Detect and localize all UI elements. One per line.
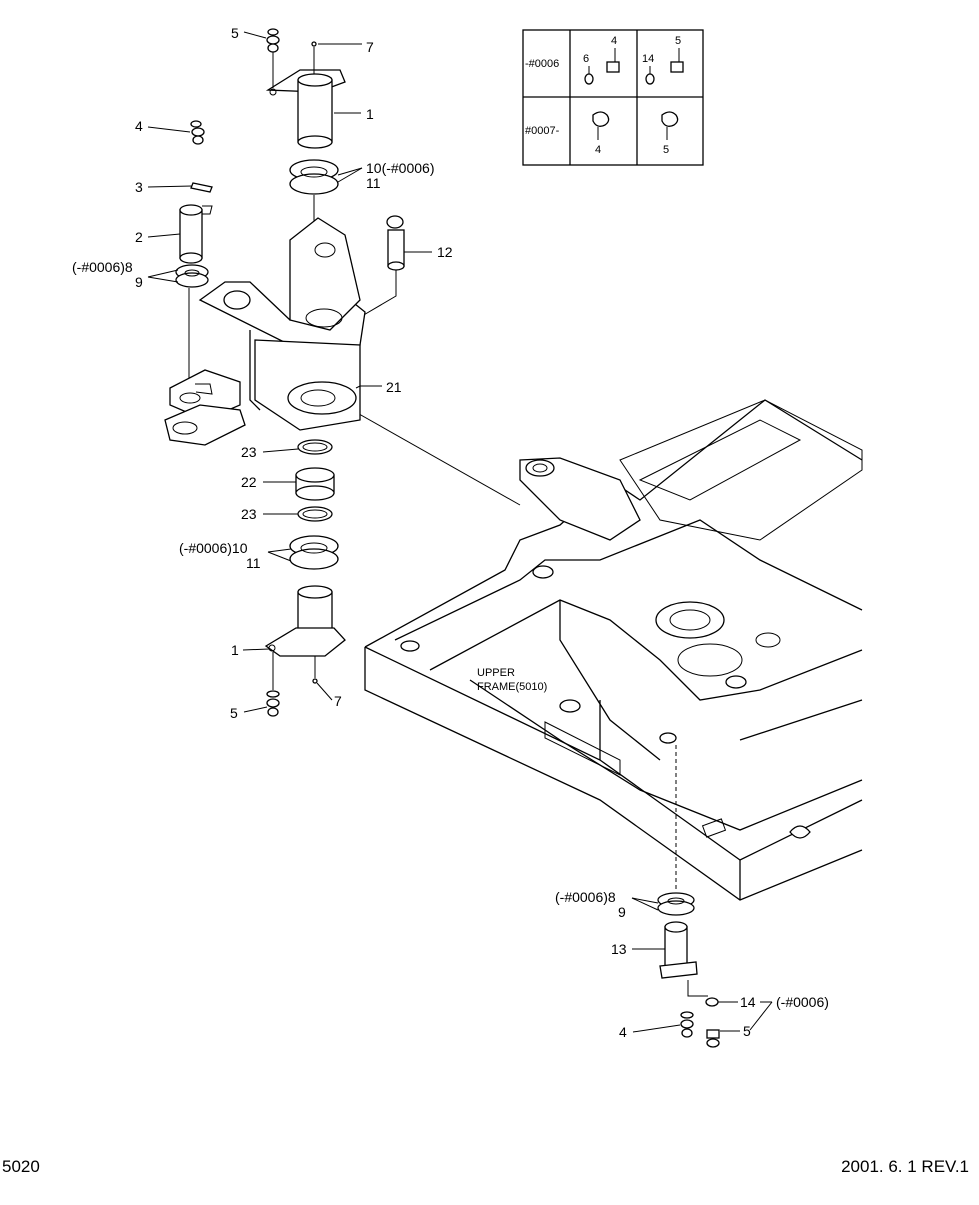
frame-label-upper: UPPER [477, 667, 515, 679]
bolt-icon [670, 61, 684, 73]
table-row-label-2: #0007- [525, 125, 560, 137]
washer-icon [645, 73, 655, 85]
revision-label: 2001. 6. 1 REV.1 [841, 1157, 969, 1176]
callout-10: (-#0006)10 [179, 540, 248, 556]
callout-7: 7 [334, 693, 342, 709]
callout-4: 4 [135, 118, 143, 134]
callout-10: 10(-#0006) [366, 160, 435, 176]
callout-8: (-#0006)8 [72, 259, 133, 275]
callout-21: 21 [386, 379, 402, 395]
callout-5: 5 [743, 1023, 751, 1039]
table-callout: 5 [675, 35, 681, 47]
callout-23: 23 [241, 444, 257, 460]
callout-3: 3 [135, 179, 143, 195]
callout-2: 2 [135, 229, 143, 245]
callout-11: 11 [246, 555, 261, 571]
bolt-assembly-icon [661, 111, 679, 127]
table-callout: 6 [583, 53, 589, 65]
revision-table: -#0006 #0007- 6 4 14 5 4 5 [522, 29, 704, 166]
callout-4: 4 [619, 1024, 627, 1040]
callout-11: 11 [366, 175, 381, 191]
washer-icon [584, 73, 594, 85]
callout-5: 5 [230, 705, 238, 721]
bolt-assembly-icon [592, 111, 610, 127]
table-callout: 4 [595, 144, 601, 156]
callout-labels: 5 7 1 4 10(-#0006) 11 3 2 12 (-#0006)8 9… [72, 25, 829, 1040]
swing-bracket-assembly [164, 28, 405, 717]
frame-label-frame: FRAME(5010) [477, 681, 547, 693]
page-number: 5020 [2, 1157, 40, 1176]
upper-frame: UPPER FRAME(5010) [351, 399, 863, 901]
cylinder-pin-assembly [657, 892, 720, 1048]
callout-12: 12 [437, 244, 453, 260]
table-callout: 5 [663, 144, 669, 156]
bolt-icon [606, 61, 620, 73]
callout-14-note: (-#0006) [776, 994, 829, 1010]
callout-13: 13 [611, 941, 627, 957]
table-row-label-1: -#0006 [525, 58, 559, 70]
callout-22: 22 [241, 474, 257, 490]
callout-9: 9 [135, 274, 143, 290]
callout-9: 9 [618, 904, 626, 920]
callout-7: 7 [366, 39, 374, 55]
leader-lines [147, 31, 773, 1033]
callout-1: 1 [366, 106, 374, 122]
callout-8: (-#0006)8 [555, 889, 616, 905]
table-callout: 14 [642, 53, 654, 65]
table-callout: 4 [611, 35, 617, 47]
callout-14: 14 [740, 994, 756, 1010]
callout-5: 5 [231, 25, 239, 41]
callout-23: 23 [241, 506, 257, 522]
callout-1: 1 [231, 642, 239, 658]
